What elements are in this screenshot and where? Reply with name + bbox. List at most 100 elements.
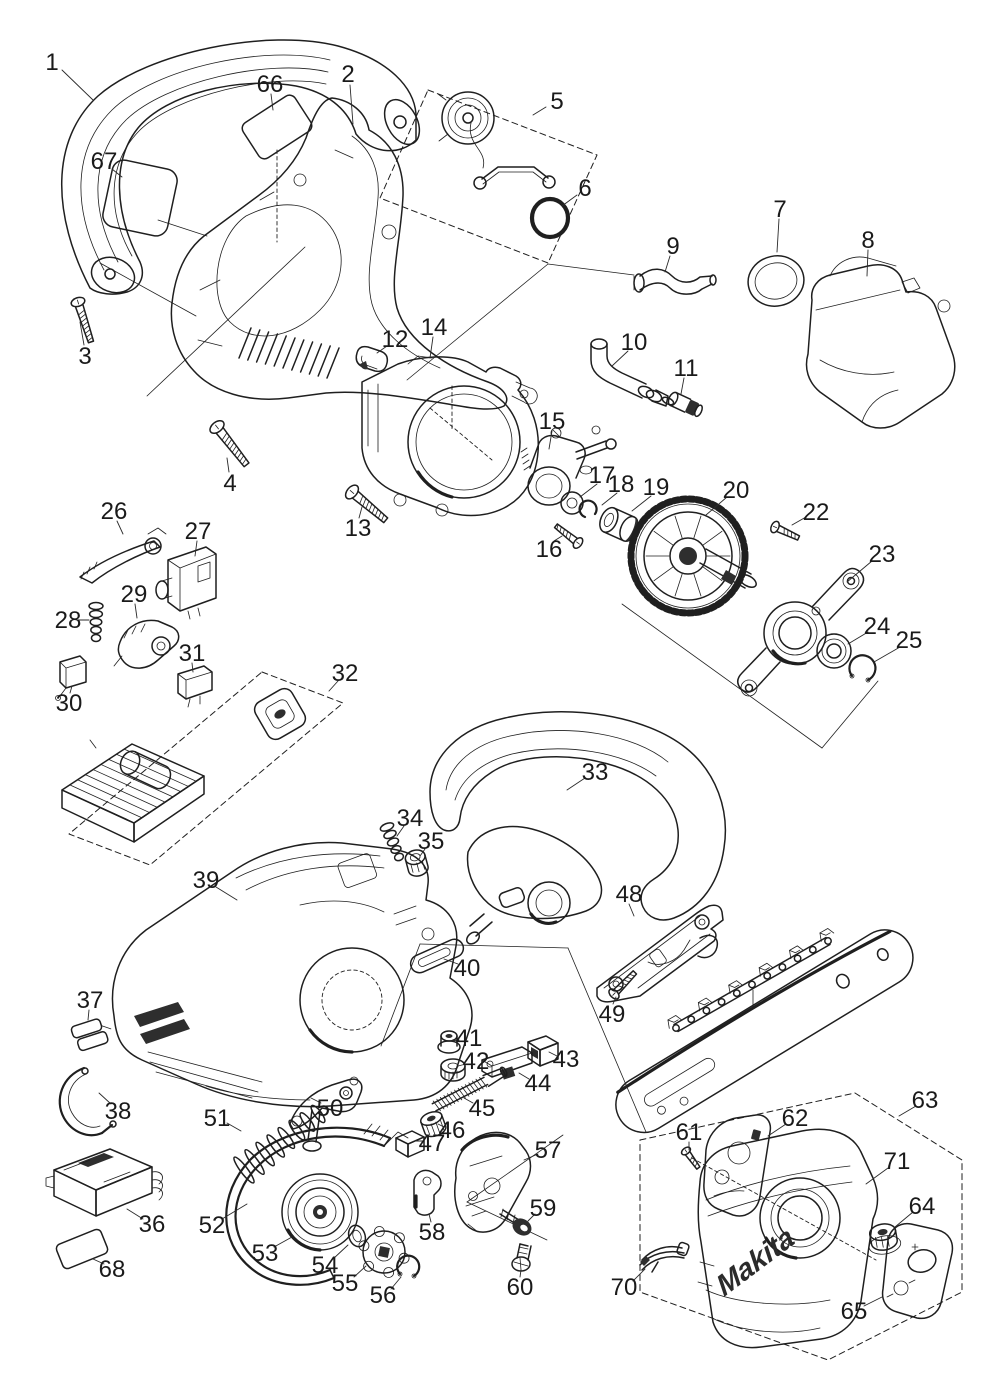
leader-line-4 xyxy=(227,458,229,472)
part-label-16: 16 xyxy=(536,536,563,563)
part-label-12: 12 xyxy=(382,326,409,353)
part-label-33: 33 xyxy=(582,759,609,786)
part-37-button xyxy=(70,1016,114,1052)
part-label-45: 45 xyxy=(469,1095,496,1122)
leader-line-10 xyxy=(612,351,628,366)
leader-line-65 xyxy=(864,1297,882,1306)
leader-line-27 xyxy=(195,541,197,556)
leader-line-60 xyxy=(520,1270,521,1277)
leader-line-51 xyxy=(227,1123,241,1131)
leader-line-12 xyxy=(377,346,387,353)
part-label-4: 4 xyxy=(223,470,236,497)
leader-line-25 xyxy=(874,647,900,662)
leader-line-36 xyxy=(127,1209,143,1219)
part-label-13: 13 xyxy=(345,515,372,542)
part-54-ring xyxy=(346,1223,369,1249)
part-label-65: 65 xyxy=(841,1298,868,1325)
part-28-spring xyxy=(89,603,103,642)
part-25-snap-ring xyxy=(849,655,875,682)
part-label-70: 70 xyxy=(611,1274,638,1301)
part-label-59: 59 xyxy=(530,1195,557,1222)
leader-line-45 xyxy=(464,1098,473,1103)
part-64-flange-nut xyxy=(865,1221,902,1256)
part-label-23: 23 xyxy=(869,541,896,568)
leader-line-19 xyxy=(632,496,651,511)
part-68-label-sticker xyxy=(55,1228,109,1270)
part-6-o-ring xyxy=(532,199,568,237)
part-label-11: 11 xyxy=(674,355,699,382)
part-label-27: 27 xyxy=(185,518,212,545)
leader-line-30 xyxy=(70,686,72,693)
leader-line-59 xyxy=(528,1214,535,1221)
leader-line-3 xyxy=(80,322,84,345)
part-38-wire-clip xyxy=(60,1068,116,1135)
part-label-44: 44 xyxy=(525,1070,552,1097)
leader-line-6 xyxy=(562,195,577,206)
part-label-55: 55 xyxy=(332,1270,359,1297)
leader-line-70 xyxy=(633,1269,645,1281)
leader-line-46 xyxy=(438,1124,444,1127)
part-label-8: 8 xyxy=(861,227,874,254)
leader-line-49 xyxy=(613,997,616,1004)
makita-logo-text: Makita xyxy=(712,1221,800,1303)
part-label-22: 22 xyxy=(803,499,830,526)
leader-line-14 xyxy=(430,337,433,358)
leader-line-38 xyxy=(99,1093,111,1104)
leader-line-16 xyxy=(554,536,562,541)
part-label-34: 34 xyxy=(397,805,424,832)
part-7-ring xyxy=(743,251,808,312)
leader-line-24 xyxy=(848,632,868,644)
leader-line-55 xyxy=(354,1266,366,1277)
part-label-20: 20 xyxy=(723,477,750,504)
part-66-label-sticker xyxy=(240,93,315,162)
leader-line-66 xyxy=(271,94,273,110)
part-label-17: 17 xyxy=(589,462,616,489)
part-label-36: 36 xyxy=(139,1211,166,1238)
leader-line-63 xyxy=(899,1106,916,1116)
part-15-oil-pump xyxy=(521,426,616,505)
part-label-37: 37 xyxy=(77,987,104,1014)
part-label-15: 15 xyxy=(539,408,566,435)
part-label-68: 68 xyxy=(99,1256,126,1283)
part-label-58: 58 xyxy=(419,1219,446,1246)
part-label-62: 62 xyxy=(782,1105,809,1132)
part-label-28: 28 xyxy=(55,607,82,634)
leader-line-56 xyxy=(391,1277,401,1289)
part-label-25: 25 xyxy=(896,627,923,654)
part-9-oil-hose xyxy=(634,269,716,294)
part-42-washer-gear xyxy=(441,1059,465,1081)
part-label-18: 18 xyxy=(608,471,635,498)
part-label-10: 10 xyxy=(621,329,648,356)
part-label-61: 61 xyxy=(676,1119,703,1146)
part-59-socket-bolt xyxy=(500,1209,532,1236)
leader-line-22 xyxy=(792,517,806,525)
leader-line-32 xyxy=(329,681,338,691)
part-63-cover-assembly-boundary xyxy=(640,1093,962,1360)
part-2-housing xyxy=(171,98,506,409)
leader-line-50 xyxy=(311,1098,321,1103)
part-label-32: 32 xyxy=(332,660,359,687)
leader-line-2 xyxy=(350,85,353,124)
leader-line-57 xyxy=(524,1154,538,1160)
leader-line-44 xyxy=(519,1073,529,1079)
part-40-cover-piece xyxy=(408,936,466,975)
leader-line-23 xyxy=(847,561,872,582)
part-label-9: 9 xyxy=(666,233,679,260)
part-label-42: 42 xyxy=(463,1048,490,1075)
part-27-switch xyxy=(156,547,216,619)
part-67-label-sticker xyxy=(101,158,207,238)
part-12-cap xyxy=(356,347,387,372)
part-label-2: 2 xyxy=(341,61,354,88)
part-label-5: 5 xyxy=(550,88,563,115)
leader-line-67 xyxy=(112,169,122,177)
leader-line-42 xyxy=(458,1064,466,1066)
screws xyxy=(70,296,801,1171)
part-32-controller-assembly xyxy=(62,672,343,865)
part-46-gear-nut xyxy=(419,1109,448,1139)
part-label-26: 26 xyxy=(101,498,128,525)
leader-line-5 xyxy=(533,107,546,115)
part-58-bracket xyxy=(414,1170,441,1215)
leader-line-62 xyxy=(768,1124,786,1136)
leader-line-33 xyxy=(567,778,585,790)
